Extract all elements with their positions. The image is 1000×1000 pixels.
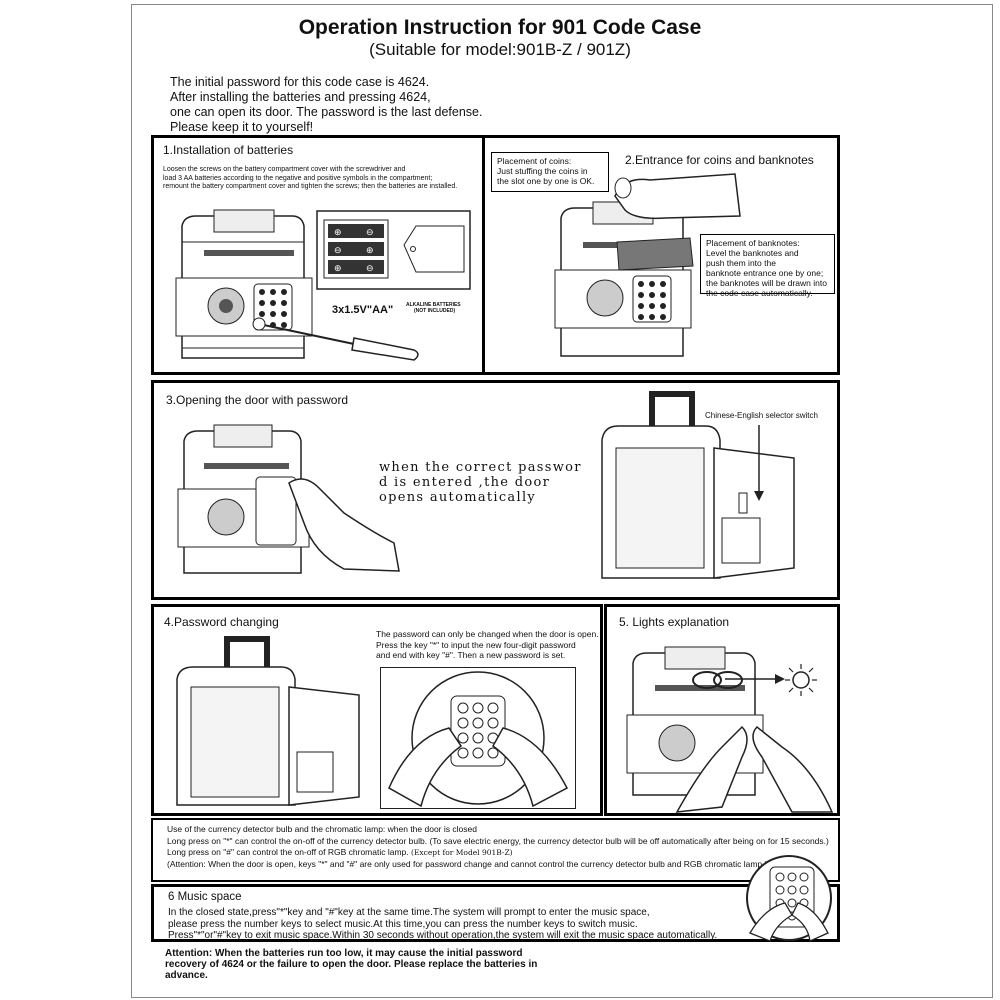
text-line: Use of the currency detector bulb and th… (167, 824, 477, 834)
banknote-icon (616, 237, 694, 271)
text-line: load 3 AA batteries according to the neg… (163, 174, 433, 182)
text-line: In the closed state,press"*"key and "#"k… (168, 907, 650, 918)
hands-pressing-icon (675, 725, 834, 813)
music-text: In the closed state,press"*"key and "#"k… (168, 907, 717, 942)
screwdriver-icon (252, 317, 419, 361)
text-fragment: (Except for Model 901B-Z) (411, 848, 513, 857)
lights-text-box: Use of the currency detector bulb and th… (151, 818, 840, 882)
light-bulb-icon (785, 664, 817, 696)
section-title: 6 Music space (168, 891, 242, 903)
text-line: (Attention: When the door is open, keys … (167, 858, 768, 869)
section-entrance: 2.Entrance for coins and banknotes Place… (482, 135, 840, 375)
text-fragment: Long press on "#" can control the on-off… (167, 847, 409, 857)
banknotes-callout: Placement of banknotes: Level the bankno… (700, 234, 835, 298)
code-case-illustration (175, 209, 313, 359)
arrow-icon (754, 425, 764, 501)
text-line: Loosen the screws on the battery compart… (163, 166, 406, 173)
text-line: Just stuffing the coins in (497, 166, 588, 176)
text-line: advance. (165, 970, 208, 981)
keypad-closeup-illustration (388, 671, 569, 808)
text-line: Attention: When the batteries run too lo… (165, 948, 523, 959)
battery-note-line: (NOT INCLUDED) (414, 308, 456, 314)
text-line: the banknotes will be drawn into (706, 278, 827, 288)
intro-line: one can open its door. The password is t… (170, 105, 483, 119)
code-case-illustration (177, 424, 310, 574)
text-line: push them into the (706, 258, 776, 268)
battery-compartment-icon: ⊕ ⊖ ⊖ ⊕ ⊕ ⊖ (316, 210, 471, 290)
page-title: Operation Instruction for 901 Code Case (298, 16, 702, 39)
section-music: 6 Music space In the closed state,press"… (151, 855, 840, 942)
section-text: Loosen the screws on the battery compart… (163, 166, 457, 192)
text-line: the slot one by one is OK. (497, 176, 595, 186)
text-line: Press the key "*" to input the new four-… (376, 639, 576, 650)
open-code-case-illustration (601, 391, 795, 579)
section-password-change: 4.Password changing The password can onl… (151, 604, 603, 816)
section-title: 1.Installation of batteries (163, 143, 294, 157)
text-line: remount the battery compartment cover an… (163, 183, 458, 190)
text-line: Placement of coins: (497, 156, 572, 166)
page-subtitle: (Suitable for model:901B-Z / 901Z) (369, 40, 631, 59)
section-opening: 3.Opening the door with password when th… (151, 380, 840, 600)
lights-text: Use of the currency detector bulb and th… (167, 824, 829, 870)
text-line: Long press on "*" can control the on-off… (167, 835, 829, 846)
arrow-icon (725, 674, 785, 684)
keypad-closeup-illustration (746, 855, 832, 942)
text-line: d is entered ,the door (379, 475, 551, 490)
svg-text:⊖: ⊖ (366, 264, 374, 274)
text-line: when the correct passwor (379, 460, 582, 475)
svg-text:⊕: ⊕ (366, 246, 374, 256)
section-title: 3.Opening the door with password (166, 393, 349, 407)
svg-text:⊖: ⊖ (334, 246, 342, 256)
text-line: Press"*"or"#"key to exit music space.Wit… (168, 930, 718, 941)
battery-label: 3x1.5V"AA" (332, 304, 394, 316)
intro-line: After installing the batteries and press… (170, 90, 431, 104)
battery-note: ALKALINE BATTERIES (NOT INCLUDED) (406, 302, 461, 314)
intro-line: The initial password for this code case … (170, 75, 430, 89)
attention-text: Attention: When the batteries run too lo… (165, 948, 537, 981)
intro-line: Please keep it to yourself! (170, 120, 314, 134)
open-code-case-illustration (176, 636, 360, 806)
section-batteries: 1.Installation of batteries Loosen the s… (151, 135, 485, 375)
text-line: recovery of 4624 or the failure to open … (165, 959, 538, 970)
password-change-text: The password can only be changed when th… (376, 629, 599, 661)
svg-text:⊕: ⊕ (334, 228, 342, 238)
text-line: banknote entrance one by one; (706, 268, 824, 278)
hand-pressing-icon (288, 478, 400, 572)
page-border (131, 4, 993, 998)
section-title: 5. Lights explanation (619, 615, 730, 629)
section-title: 2.Entrance for coins and banknotes (625, 153, 814, 167)
section-lights: 5. Lights explanation (604, 604, 840, 816)
keypad-closeup-frame (380, 667, 576, 809)
text-line: and end with key "#". Then a new passwor… (376, 650, 566, 660)
text-line: The password can only be changed when th… (376, 629, 599, 639)
intro-text: The initial password for this code case … (170, 75, 482, 135)
coins-callout: Placement of coins: Just stuffing the co… (491, 152, 609, 192)
hand-with-coin-icon (614, 173, 741, 220)
section-title: 4.Password changing (164, 615, 279, 629)
text-line: Long press on "#" can control the on-off… (167, 847, 829, 859)
text-line: Placement of banknotes: (706, 238, 800, 248)
text-line: opens automatically (379, 490, 537, 505)
svg-text:⊕: ⊕ (334, 264, 342, 274)
text-line: Level the banknotes and (706, 248, 799, 258)
battery-note-line: ALKALINE BATTERIES (406, 302, 461, 308)
text-line: please press the number keys to select m… (168, 918, 638, 930)
switch-label: Chinese-English selector switch (705, 411, 818, 420)
svg-text:⊖: ⊖ (366, 228, 374, 238)
opening-text: when the correct passwor d is entered ,t… (379, 460, 582, 505)
text-line: the code case automatically. (706, 288, 813, 298)
